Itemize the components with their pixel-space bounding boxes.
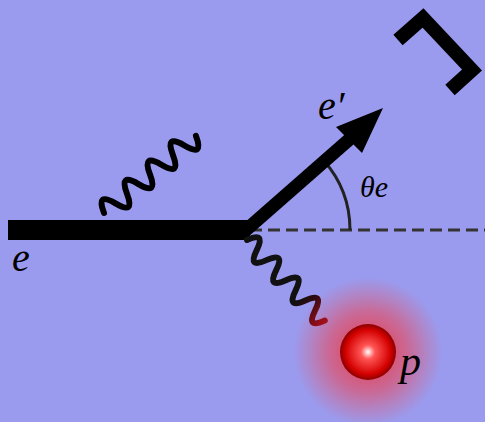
beam-axis xyxy=(250,229,485,232)
photon-wave xyxy=(97,127,203,221)
proton xyxy=(340,324,396,380)
angle-arc xyxy=(324,160,351,230)
scattered-electron xyxy=(246,137,352,230)
incoming-electron xyxy=(8,220,250,240)
proton-glow xyxy=(293,277,443,422)
proton-label: p xyxy=(400,340,421,382)
detector xyxy=(398,18,472,90)
scattered-electron-label: e′ xyxy=(318,86,345,126)
angle-label: θe xyxy=(360,172,388,202)
electron-label: e xyxy=(12,238,30,278)
